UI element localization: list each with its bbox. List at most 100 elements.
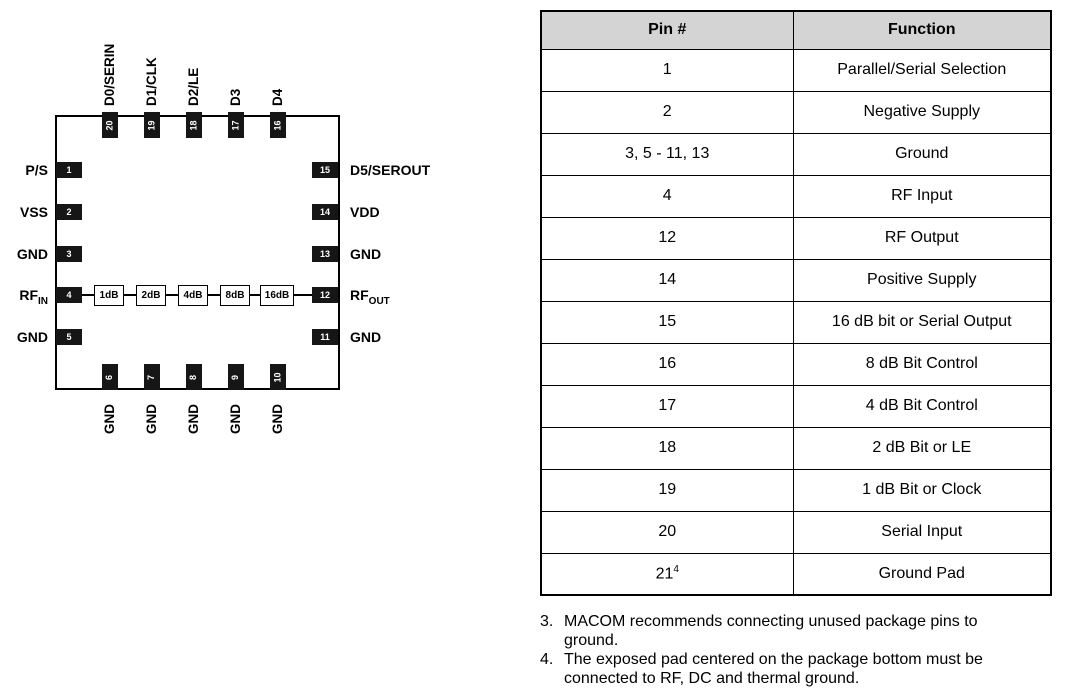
function-cell: RF Input [792,174,1052,218]
pin-2: 2 [56,204,82,220]
pin-2-number: 2 [66,206,72,217]
pin-4-number: 4 [66,289,72,300]
pin-cell: 14 [540,258,794,302]
pin-column-header: Pin # [540,10,794,50]
pin-14-number: 14 [319,206,330,217]
pin-cell: 18 [540,426,794,470]
pin-12-number: 12 [319,289,330,300]
pin-11: 11 [312,329,338,345]
footnote-number: 3. [540,613,554,630]
pin-18-number: 18 [188,119,199,131]
function-cell: Ground Pad [792,552,1052,596]
pin-4: 4 [56,287,82,303]
pin-18: 18 [186,112,202,138]
pin-10-label: GND [270,404,285,434]
pin-19-label: D1/CLK [144,57,159,106]
pin-cell: 16 [540,342,794,386]
pin-17-label: D3 [228,88,243,106]
pin-3: 3 [56,246,82,262]
pin-cell: 19 [540,468,794,512]
pin-6: 6 [102,364,118,390]
function-cell: Positive Supply [792,258,1052,302]
pin-cell: 214 [540,552,794,596]
pin-14: 14 [312,204,338,220]
footnote-4: 4. The exposed pad centered on the packa… [540,650,1040,688]
function-cell: Serial Input [792,510,1052,554]
attenuator-4db: 4dB [178,285,208,306]
pin-cell: 2 [540,90,794,134]
pin-5: 5 [56,329,82,345]
pin-16-number: 16 [272,119,283,131]
pin-14-label: VDD [350,204,380,220]
pin-8: 8 [186,364,202,390]
pin-1-number: 1 [66,164,72,175]
function-cell: RF Output [792,216,1052,260]
footnote-3: 3. MACOM recommends connecting unused pa… [540,612,1040,650]
footnote-number: 4. [540,651,554,668]
pin-cell: 15 [540,300,794,344]
pin-6-number: 6 [104,374,115,380]
attenuator-1db: 1dB [94,285,124,306]
pin-7: 7 [144,364,160,390]
pin-10: 10 [270,364,286,390]
pin-15-label: D5/SEROUT [350,162,431,178]
pin-12-label: RFOUT [350,287,390,307]
pin-8-label: GND [186,404,201,434]
function-cell: 8 dB Bit Control [792,342,1052,386]
pin-20-label: D0/SERIN [102,43,117,106]
footnote-text: MACOM recommends connecting unused packa… [564,613,978,649]
footnote-ref: 4 [673,564,679,576]
pin-cell: 17 [540,384,794,428]
pin-2-label: VSS [19,204,48,220]
pin-12: 12 [312,287,338,303]
pin-9-number: 9 [230,374,241,380]
pin-1-label: P/S [25,162,48,178]
pin-16: 16 [270,112,286,138]
function-cell: Parallel/Serial Selection [792,48,1052,92]
function-cell: 4 dB Bit Control [792,384,1052,428]
pin-cell: 20 [540,510,794,554]
footnotes: 3. MACOM recommends connecting unused pa… [540,612,1040,688]
pin-1: 1 [56,162,82,178]
table-header-row: Pin # Function [540,10,1052,50]
table-row: 214 Ground Pad [540,552,1052,596]
pin-4-label: RFIN [19,287,48,307]
pin-18-label: D2/LE [186,67,201,106]
pin-16-label: D4 [270,88,285,106]
pin-7-label: GND [144,404,159,434]
pin-9-label: GND [228,404,243,434]
package-outline [55,115,340,390]
pin-15: 15 [312,162,338,178]
pin-cell: 4 [540,174,794,218]
pin-19: 19 [144,112,160,138]
pin-11-number: 11 [320,331,330,342]
attenuator-16db: 16dB [260,285,294,306]
pin-7-number: 7 [146,374,157,380]
pin-20: 20 [102,112,118,138]
pin-13: 13 [312,246,338,262]
pin-3-number: 3 [66,248,72,259]
attenuator-8db: 8dB [220,285,250,306]
function-cell: Ground [792,132,1052,176]
pin-10-number: 10 [272,371,283,383]
pin-9: 9 [228,364,244,390]
pin-17: 17 [228,112,244,138]
pin-6-label: GND [102,404,117,434]
function-column-header: Function [792,10,1052,50]
pin-5-number: 5 [66,331,72,342]
attenuator-2db: 2dB [136,285,166,306]
pin-3-label: GND [16,246,48,262]
pinout-diagram: 20 19 18 17 16 D0/SERIN D1/CLK D2/LE D3 … [0,0,520,690]
